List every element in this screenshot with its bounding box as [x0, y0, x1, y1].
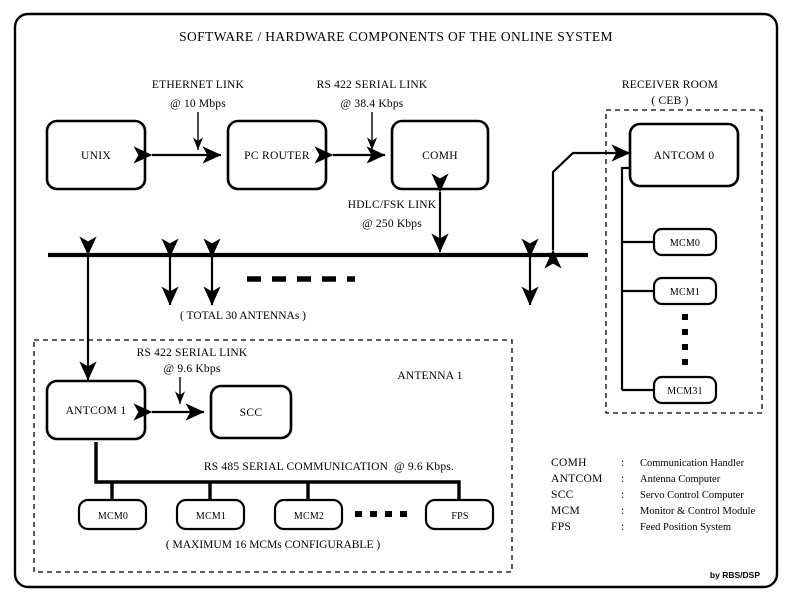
box-ant-mcm1-label: MCM1: [196, 511, 226, 522]
receiver-room-title-line1: RECEIVER ROOM: [622, 79, 718, 91]
box-rr-mcm1[interactable]: [652, 276, 718, 306]
box-comh-label: COMH: [422, 150, 458, 162]
box-ant-mcm0[interactable]: [77, 498, 148, 531]
legend-sep-3: :: [621, 505, 625, 517]
legend-sep-4: :: [621, 521, 625, 533]
connector-bus-antcom0: [544, 144, 631, 269]
page-title: SOFTWARE / HARDWARE COMPONENTS OF THE ON…: [179, 29, 613, 44]
box-rr-mcm31-label: MCM31: [667, 386, 702, 397]
box-rr-mcm0-label: MCM0: [670, 238, 700, 249]
antenna-1-panel: [33, 339, 513, 573]
rs422-top-link-label: RS 422 SERIAL LINK: [317, 79, 428, 91]
author-credit: by RBS/DSP: [710, 570, 760, 580]
hdlc-link-label: HDLC/FSK LINK: [348, 199, 437, 211]
legend-sep-0: :: [621, 457, 625, 469]
legend: COMH : Communication Handler ANTCOM : An…: [551, 457, 756, 533]
box-rr-mcm31[interactable]: [652, 375, 718, 405]
box-rr-mcm0[interactable]: [652, 227, 718, 257]
hdlc-link-rate: @ 250 Kbps: [362, 218, 422, 230]
receiver-room-title-line2: ( CEB ): [651, 95, 688, 107]
legend-sep-1: :: [621, 473, 625, 485]
box-rr-mcm1-label: MCM1: [670, 287, 700, 298]
legend-key-3: MCM: [551, 505, 580, 517]
bus-total-antennas-note: ( TOTAL 30 ANTENNAs ): [180, 310, 306, 322]
box-antcom-0-label: ANTCOM 0: [654, 150, 715, 162]
box-fps[interactable]: [424, 498, 495, 531]
box-unix-label: UNIX: [81, 150, 111, 162]
box-antcom-0[interactable]: [628, 122, 740, 188]
antenna-1-panel-title: ANTENNA 1: [397, 370, 462, 382]
box-pc-router-label: PC ROUTER: [244, 150, 310, 162]
box-antcom-1-label: ANTCOM 1: [66, 405, 127, 417]
antenna-max-mcms-note: ( MAXIMUM 16 MCMs CONFIGURABLE ): [166, 539, 381, 551]
legend-value-0: Communication Handler: [640, 458, 745, 469]
legend-value-4: Feed Position System: [640, 522, 731, 533]
box-ant-mcm1[interactable]: [175, 498, 246, 531]
receiver-room-panel: [605, 109, 763, 414]
legend-key-4: FPS: [551, 521, 571, 533]
rs485-link-rate: @ 9.6 Kbps.: [394, 461, 454, 473]
box-ant-mcm2[interactable]: [273, 498, 344, 531]
rs485-bus-line: [94, 442, 461, 500]
legend-key-2: SCC: [551, 489, 574, 501]
legend-key-1: ANTCOM: [551, 473, 603, 485]
box-fps-label: FPS: [451, 511, 468, 522]
legend-value-1: Antenna Computer: [640, 474, 721, 485]
legend-key-0: COMH: [551, 457, 587, 469]
box-scc[interactable]: [209, 384, 293, 440]
receiver-room-spine: [620, 166, 630, 390]
ethernet-link-label: ETHERNET LINK: [152, 79, 245, 91]
legend-value-2: Servo Control Computer: [640, 490, 744, 501]
rs422-antenna-link-label: RS 422 SERIAL LINK: [137, 347, 248, 359]
legend-sep-2: :: [621, 489, 625, 501]
rs485-link-label: RS 485 SERIAL COMMUNICATION: [204, 461, 389, 473]
outer-frame: [13, 12, 779, 589]
box-ant-mcm2-label: MCM2: [294, 511, 324, 522]
box-ant-mcm0-label: MCM0: [98, 511, 128, 522]
ethernet-link-rate: @ 10 Mbps: [170, 98, 226, 110]
legend-value-3: Monitor & Control Module: [640, 506, 756, 517]
rs422-antenna-link-rate: @ 9.6 Kbps: [164, 363, 221, 375]
box-scc-label: SCC: [240, 407, 263, 419]
rs422-top-link-rate: @ 38.4 Kbps: [341, 98, 404, 110]
